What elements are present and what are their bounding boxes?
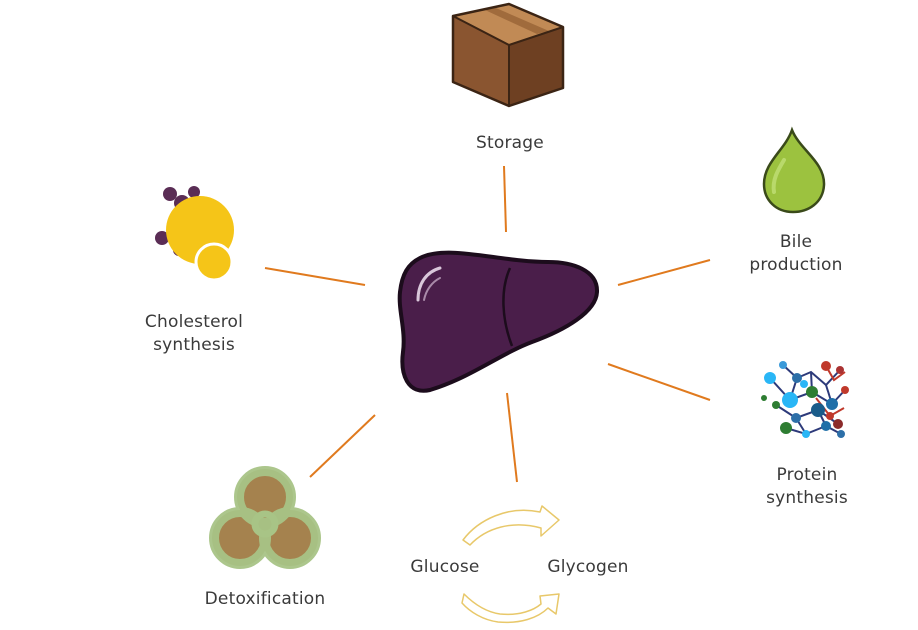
- bile-drop-icon: [762, 126, 826, 214]
- storage-label: Storage: [476, 133, 544, 153]
- connector-detox: [309, 414, 376, 478]
- liver-icon: [397, 250, 600, 393]
- glycogen-label: Glycogen: [547, 557, 629, 577]
- box-icon: [451, 2, 565, 108]
- bile-production-label: Bile production: [740, 231, 852, 277]
- glucose-label: Glucose: [410, 557, 480, 577]
- cholesterol-synthesis-label: Cholesterol synthesis: [132, 311, 256, 357]
- connectors: [264, 165, 711, 483]
- cholesterol-label-line2: synthesis: [153, 335, 235, 355]
- molecule-icon: [761, 361, 849, 438]
- bile-label-line2: production: [749, 255, 843, 275]
- connector-bile: [617, 259, 711, 286]
- protein-synthesis-label: Protein synthesis: [752, 464, 862, 510]
- bile-label-line1: Bile: [779, 232, 813, 252]
- connector-protein: [607, 363, 711, 401]
- cholesterol-icon: [155, 186, 234, 282]
- connector-glycogen: [506, 392, 518, 483]
- cycle-arrows-icon: [461, 505, 560, 624]
- detoxification-label: Detoxification: [204, 589, 326, 609]
- biohazard-icon: [209, 466, 321, 569]
- protein-label-line2: synthesis: [766, 488, 848, 508]
- protein-label-line1: Protein: [776, 465, 838, 485]
- connector-storage: [503, 165, 507, 233]
- connector-cholesterol: [264, 267, 366, 286]
- cholesterol-label-line1: Cholesterol: [144, 312, 244, 332]
